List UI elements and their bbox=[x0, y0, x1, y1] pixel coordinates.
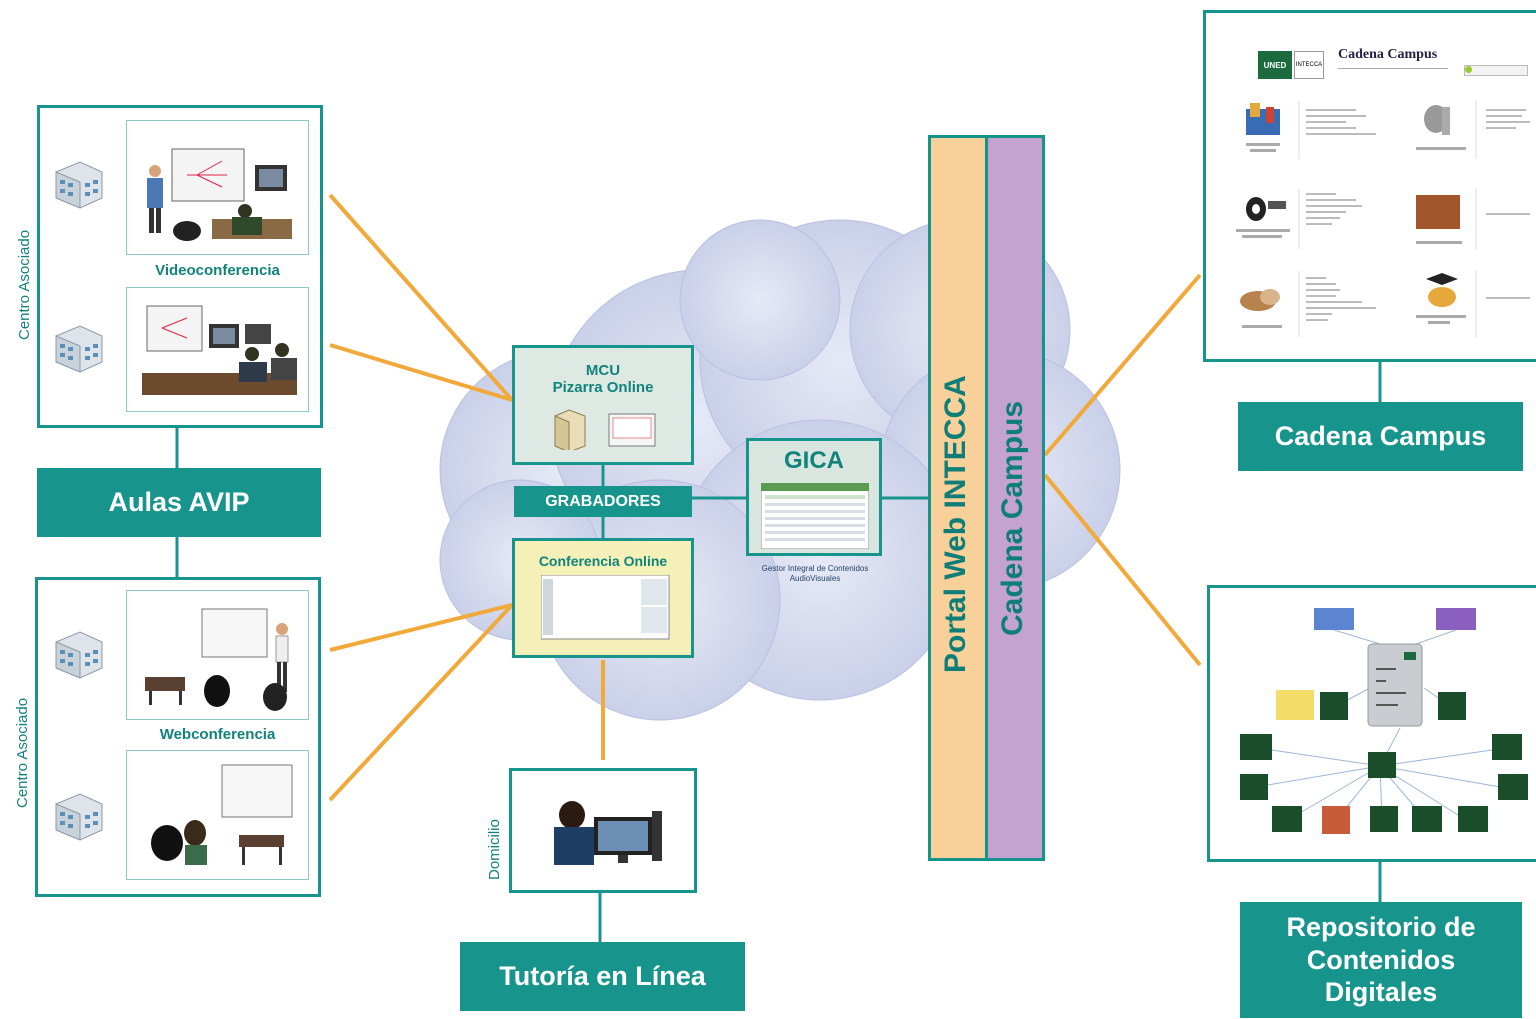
cadena-campus-column-label: Cadena Campus bbox=[996, 400, 1029, 636]
campus-window-title: Cadena Campus bbox=[1338, 47, 1438, 62]
conferencia-online-panel: Conferencia Online bbox=[512, 538, 694, 658]
tutoria-en-linea-label: Tutoría en Línea bbox=[460, 942, 745, 1011]
building-icon bbox=[55, 325, 103, 373]
centro-asociado-label-bottom: Centro Asociado bbox=[14, 697, 31, 808]
gica-caption-line2: AudioVisuales bbox=[789, 573, 841, 583]
domicilio-label: Domicilio bbox=[486, 819, 503, 880]
repositorio-label-line3: Digitales bbox=[1324, 977, 1438, 1008]
search-icon bbox=[1465, 66, 1472, 73]
uned-logo: UNED bbox=[1258, 51, 1292, 79]
conference-screen-icon bbox=[541, 575, 670, 640]
mcu-title: MCU bbox=[585, 362, 621, 379]
portal-web-intecca-column: Portal Web INTECCA bbox=[928, 135, 988, 861]
gica-caption: Gestor Integral de Contenidos AudioVisua… bbox=[735, 564, 895, 583]
repository-map-diagram bbox=[1240, 608, 1528, 834]
aulas-avip-label: Aulas AVIP bbox=[37, 468, 321, 537]
domicilio-panel bbox=[509, 768, 697, 893]
webconference-photo-2 bbox=[126, 750, 309, 880]
category-icon bbox=[1246, 103, 1280, 152]
webconference-photo-1 bbox=[126, 590, 309, 720]
campus-category-grid bbox=[1236, 101, 1530, 337]
cadena-campus-column: Cadena Campus bbox=[985, 135, 1045, 861]
grabadores-label: GRABADORES bbox=[514, 486, 692, 517]
title-underline bbox=[1338, 68, 1448, 69]
building-icon bbox=[55, 161, 103, 209]
gica-panel: GICA bbox=[746, 438, 882, 556]
gica-caption-line1: Gestor Integral de Contenidos bbox=[761, 564, 869, 573]
videoconference-caption: Videoconferencia bbox=[155, 262, 280, 279]
search-field[interactable] bbox=[1464, 65, 1528, 76]
videoconference-photo-2 bbox=[126, 287, 309, 412]
centro-asociado-label-top: Centro Asociado bbox=[16, 229, 33, 340]
repositorio-label: Repositorio de Contenidos Digitales bbox=[1240, 902, 1522, 1018]
intecca-logo: INTECCA bbox=[1294, 51, 1324, 79]
repositorio-label-line2: Contenidos bbox=[1306, 944, 1456, 975]
webconference-caption: Webconferencia bbox=[159, 726, 276, 743]
pizarra-online-title: Pizarra Online bbox=[552, 379, 654, 396]
orange-connectors bbox=[328, 193, 1202, 802]
videoconference-photo-1 bbox=[126, 120, 309, 255]
building-icon bbox=[55, 793, 103, 841]
repositorio-label-line1: Repositorio de bbox=[1286, 912, 1476, 943]
cadena-campus-label: Cadena Campus bbox=[1238, 402, 1523, 471]
mcu-panel: MCU Pizarra Online bbox=[512, 345, 694, 465]
gica-title: GICA bbox=[784, 447, 844, 474]
repositorio-window bbox=[1207, 585, 1536, 862]
gica-screenshot-icon bbox=[761, 483, 869, 549]
server-icon bbox=[554, 409, 656, 450]
conferencia-online-title: Conferencia Online bbox=[538, 553, 668, 569]
building-icon bbox=[55, 631, 103, 679]
portal-web-intecca-label: Portal Web INTECCA bbox=[939, 375, 972, 673]
cadena-campus-window: UNED INTECCA Cadena Campus bbox=[1203, 10, 1536, 362]
home-user-photo bbox=[554, 801, 662, 865]
